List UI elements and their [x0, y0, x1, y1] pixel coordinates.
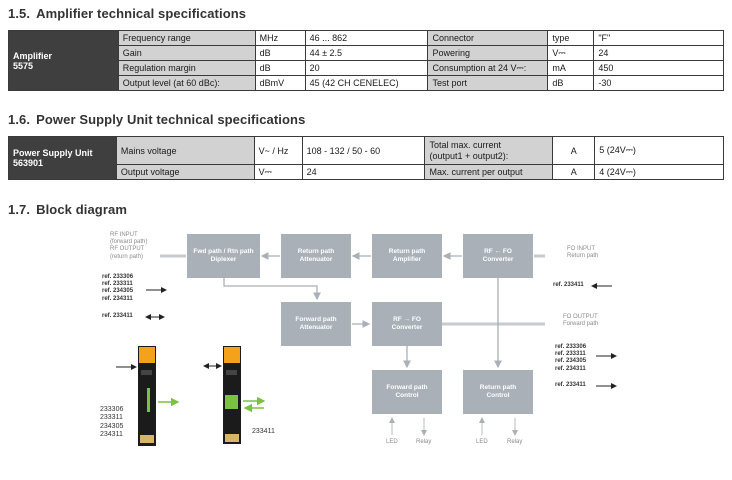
spec-cell: 450 [593, 60, 724, 76]
spec-cell: "F" [593, 30, 724, 46]
spec-cell: A [552, 164, 596, 180]
spec-cell: Regulation margin [117, 60, 256, 76]
spec-cell: dB [254, 60, 306, 76]
spec-cell: Frequency range [117, 30, 256, 46]
spec-cell: 5 (24V⎓) [594, 136, 724, 165]
rf-io-label: RF INPUT (forward path) RF OUTPUT (retur… [110, 232, 148, 260]
fo-input-label: FO INPUT Return path [567, 246, 599, 260]
led1-label: LED [386, 439, 398, 445]
spec-cell: Total max. current(output1 + output2): [424, 136, 554, 165]
spec-cell: mA [547, 60, 595, 76]
relay2-label: Relay [507, 439, 523, 445]
spec-cell: MHz [254, 30, 306, 46]
spec-cell: 24 [301, 164, 426, 180]
spec-cell: 44 ± 2.5 [304, 45, 429, 61]
spec-cell: 45 (42 CH CENELEC) [304, 75, 429, 91]
block-diagram-title: 1.7.Block diagram [8, 202, 127, 217]
right-ref-single2: ref. 233411 [555, 382, 586, 388]
spec-cell: Powering [427, 45, 549, 61]
module2-ref: 233411 [252, 428, 275, 435]
spec-cell: V~ / Hz [253, 136, 303, 165]
spec-cell: Test port [427, 75, 549, 91]
amplifier-module-photo [138, 346, 156, 446]
spec-cell: Max. current per output [424, 164, 554, 180]
fo-output-label: FO OUTPUT Forward path [563, 314, 599, 328]
psu-section-title: 1.6.Power Supply Unit technical specific… [8, 112, 306, 127]
spec-cell: Connector [427, 30, 549, 46]
left-ref-single: ref. 233411 [102, 313, 133, 319]
spec-cell: 20 [304, 60, 429, 76]
spec-cell: Consumption at 24 V⎓: [427, 60, 549, 76]
spec-cell: V⎓ [547, 45, 595, 61]
spec-cell: 46 ... 862 [304, 30, 429, 46]
spec-cell: -30 [593, 75, 724, 91]
spec-cell: Mains voltage [115, 136, 255, 165]
spec-cell: Output voltage [115, 164, 255, 180]
diagram-connectors [116, 252, 617, 446]
psu-module-photo [223, 346, 241, 444]
spec-cell: 108 - 132 / 50 - 60 [301, 136, 426, 165]
right-ref-single: ref. 233411 [553, 282, 584, 288]
spec-cell: 4 (24V⎓) [594, 164, 724, 180]
relay1-label: Relay [416, 439, 432, 445]
led2-label: LED [476, 439, 488, 445]
spec-cell: V⎓ [253, 164, 303, 180]
spec-cell: Output level (at 60 dBc): [117, 75, 256, 91]
spec-cell: Gain [117, 45, 256, 61]
spec-cell: dB [547, 75, 595, 91]
spec-cell: A [552, 136, 596, 165]
spec-cell: dB [254, 45, 306, 61]
spec-cell: 24 [593, 45, 724, 61]
spec-cell: dBmV [254, 75, 306, 91]
amp-section-title: 1.5.Amplifier technical specifications [8, 6, 247, 21]
arrow-diplexer-to-fwd-att [223, 278, 321, 301]
spec-cell: type [547, 30, 595, 46]
